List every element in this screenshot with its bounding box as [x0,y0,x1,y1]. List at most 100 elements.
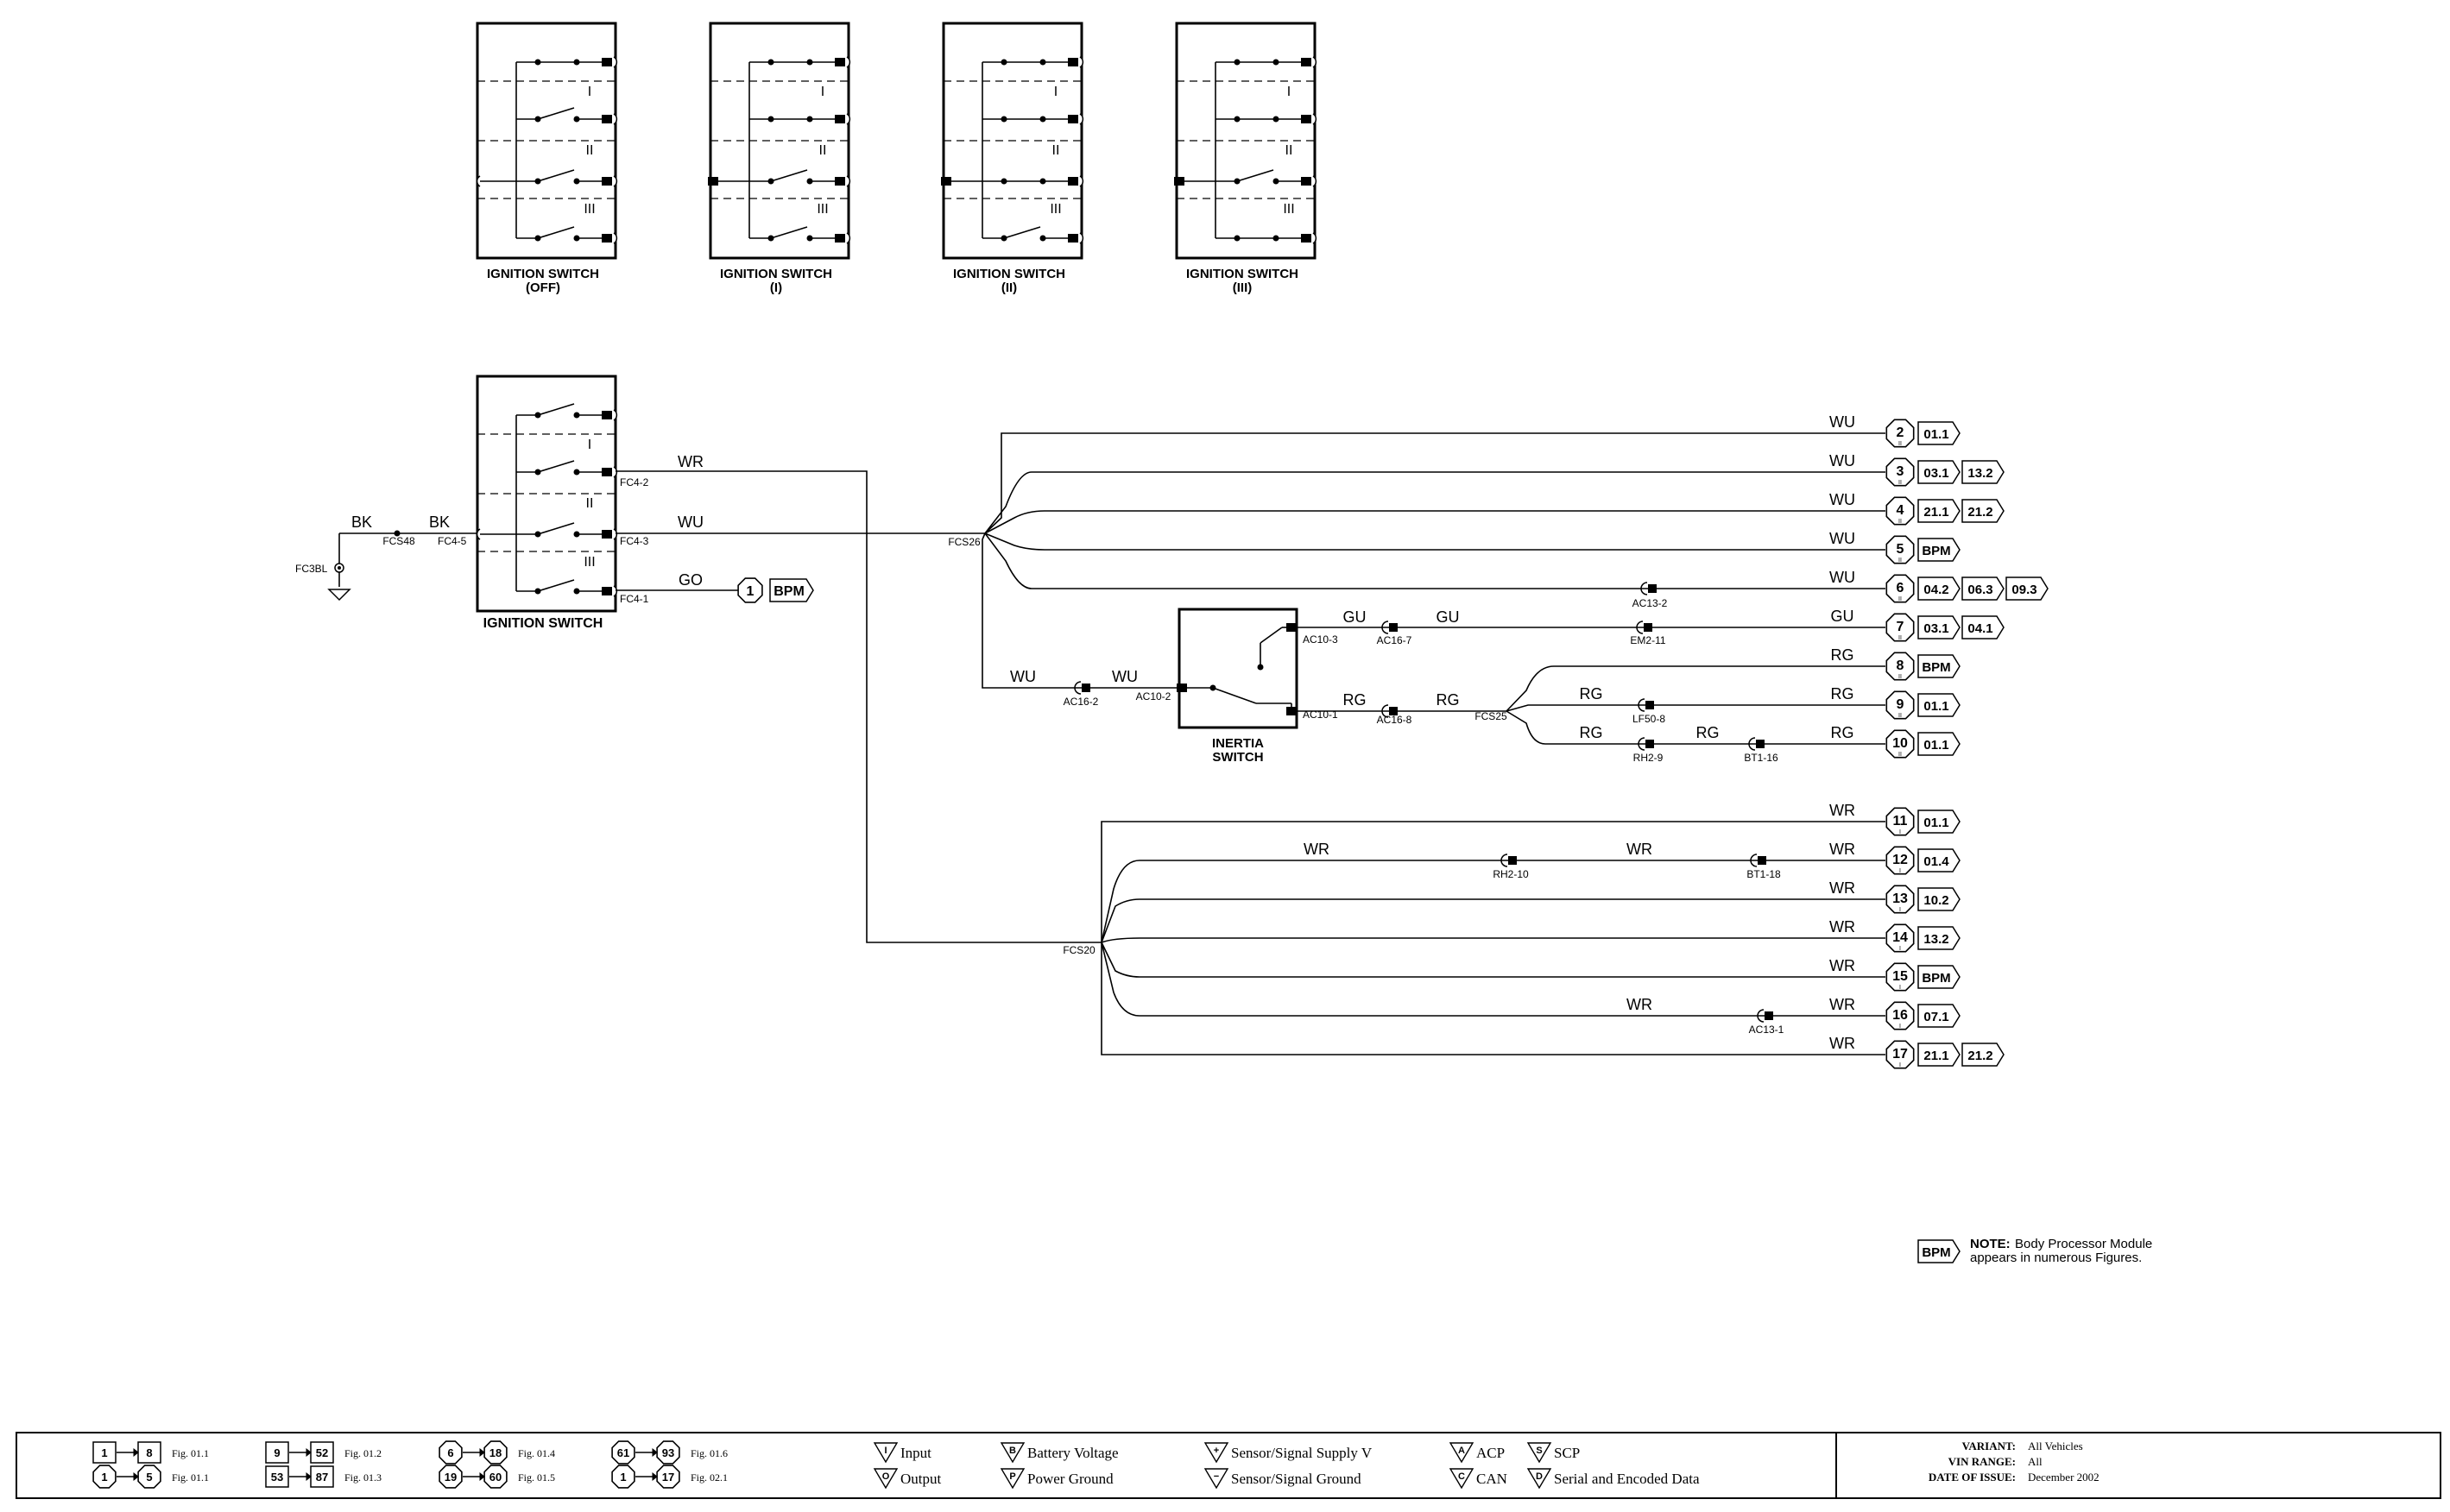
connector-label: AC16-2 [1064,696,1099,708]
position-label: I [1054,85,1058,99]
ref-subscript: II [1898,480,1902,486]
pin-socket-icon [1079,56,1084,68]
ref-number: 9 [1897,697,1904,712]
ref-octagon-icon [737,577,763,603]
wire-path [982,532,1080,689]
wr-trunk: WR [616,453,1102,943]
position-label: I [588,438,591,452]
ref-number: 4 [1897,503,1904,518]
legend-symbol: − [1214,1471,1219,1482]
pin-square [602,115,612,123]
wire-segment [537,522,575,535]
range-start: 19 [445,1471,457,1484]
wire-path [984,432,1885,534]
ref-tag [1917,421,1961,445]
range-fig: Fig. 01.2 [344,1447,382,1459]
wire-label: WU [1112,668,1138,685]
ref-tag [1917,1239,1961,1263]
ref-tag [1917,810,1961,834]
wire-path [1101,860,1885,943]
ref-octagon-icon [1885,496,1915,526]
ref-octagon-icon [92,1465,117,1489]
pin-square [835,115,845,123]
pin-square [602,234,612,243]
wire-label: RG [1831,646,1854,664]
range-end: 5 [146,1471,152,1484]
ref-subscript: I [1899,868,1901,874]
wire-label: WU [1010,668,1036,685]
ref-octagon-icon [483,1440,508,1465]
position-label: II [819,143,827,158]
wire-label: WR [1829,996,1855,1013]
wire-label: GO [679,571,703,589]
wire-label: WU [678,513,704,531]
wire-label: WU [1829,413,1855,431]
ref-octagon-icon [1885,846,1915,875]
pin-square [602,411,612,419]
pin-socket-icon [1079,175,1084,187]
position-label: I [1287,85,1291,99]
note-text: Body Processor Module [2015,1237,2152,1251]
pin-socket-icon [846,113,851,125]
arrow-icon [306,1447,312,1458]
ref-octagon-icon [1885,613,1915,642]
pin-socket-icon [613,528,618,540]
ref-subscript: II [1898,635,1902,641]
ref-tag [1917,848,1961,873]
pin-socket-icon [476,528,481,540]
ref-tag-label: 06.3 [1967,583,1992,597]
connector-pin-icon [1082,684,1090,692]
pin-socket-icon [1079,113,1084,125]
connector-pin-icon [1645,701,1654,709]
ref-tag-label: 01.1 [1923,738,1948,753]
connector-pin-icon [1389,623,1398,632]
connector-label: AC10-3 [1303,633,1338,646]
wire-label: WR [1304,841,1329,858]
pin-socket-icon [846,56,851,68]
wire-label: BK [429,513,450,531]
wire-label: WR [1829,1035,1855,1052]
ref-octagon-icon [1885,690,1915,720]
wire-label: RG [1437,691,1460,709]
pin-square [835,58,845,66]
ref-tag-label: 01.1 [1923,816,1948,830]
ref-tag-label: 01.4 [1923,854,1949,869]
pin-socket-icon [1312,113,1317,125]
pin-socket-icon [846,175,851,187]
ref-tag [2005,576,2049,601]
ref-number: 10 [1892,736,1908,751]
splice-label: FCS26 [948,536,981,548]
wire-label: WR [678,453,704,470]
pin-square [602,587,612,595]
wire-path [1101,942,1885,1055]
ref-number: 5 [1897,542,1904,557]
range-fig: Fig. 02.1 [691,1471,728,1484]
ref-number: 7 [1897,620,1904,634]
ground-icon [327,589,351,602]
ref-tag-label: 21.1 [1923,1049,1948,1063]
wire-path [984,532,1885,551]
ref-tag [1917,732,1961,756]
connector-pin-icon [1389,707,1398,715]
legend-symbol-icon [1526,1442,1552,1464]
pin-square [1068,234,1078,243]
connector-label: RH2-9 [1633,752,1664,764]
pin-square [1068,58,1078,66]
wire-segment [537,226,575,239]
connector-pin-icon [1508,856,1517,865]
pin-square [941,177,951,186]
range-start: 9 [274,1446,280,1459]
pin-square [708,177,718,186]
legend-symbol-icon [1449,1442,1474,1464]
wire-label: WR [1829,918,1855,936]
